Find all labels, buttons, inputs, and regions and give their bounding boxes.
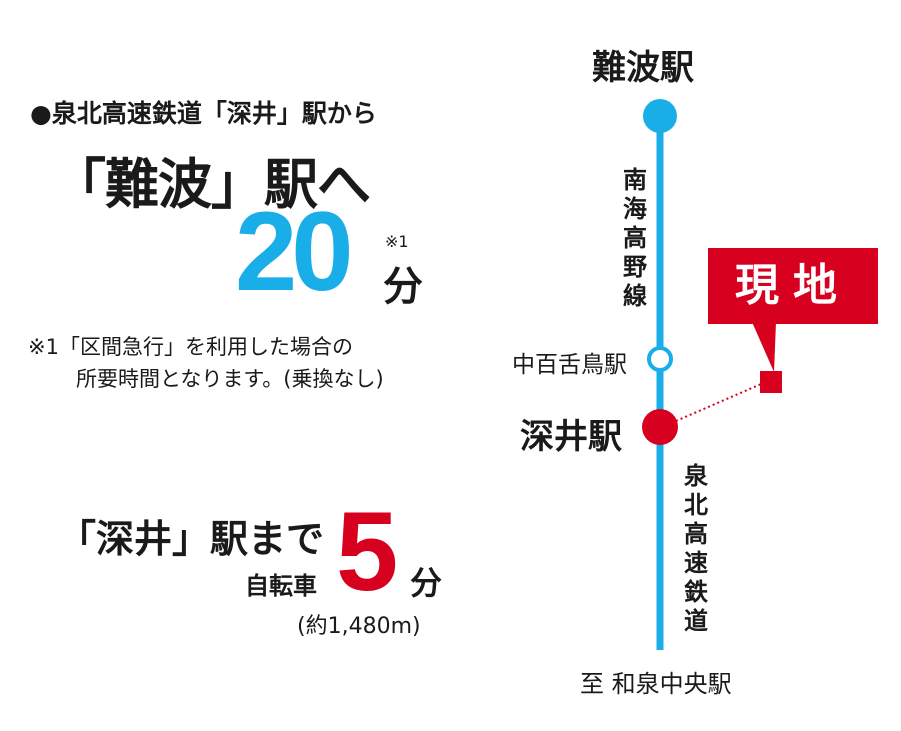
bike-distance: (約1,480m) xyxy=(297,614,421,639)
site-marker xyxy=(760,371,782,393)
station-nakamozu-label: 中百舌鳥駅 xyxy=(512,352,627,378)
site-callout-pointer xyxy=(752,322,776,372)
site-connector-dotted xyxy=(675,380,769,422)
bike-vehicle-label: 自転車 xyxy=(245,572,317,600)
station-fukai-dot xyxy=(642,409,678,445)
destination-heading: 「難波」駅へ xyxy=(52,153,371,216)
train-time-number: 20 xyxy=(235,189,354,314)
station-fukai-label: 深井駅 xyxy=(520,417,622,457)
footnote-line-2: 所要時間となります。(乗換なし) xyxy=(76,367,384,391)
station-namba-label: 難波駅 xyxy=(592,48,694,88)
bike-heading: 「深井」駅まで xyxy=(58,517,325,561)
station-nakamozu-dot xyxy=(647,346,673,372)
intro-text: ●泉北高速鉄道「深井」駅から xyxy=(30,99,377,128)
site-callout: 現地 xyxy=(708,248,878,324)
train-time-footnote-mark: ※1 xyxy=(385,232,409,251)
footnote-line-1: ※1「区間急行」を利用した場合の xyxy=(28,335,353,359)
line-senboku-label: 泉北高速鉄道 xyxy=(684,462,708,635)
bike-time-number: 5 xyxy=(336,489,399,614)
bike-time-unit: 分 xyxy=(410,564,443,602)
terminus-label: 至 和泉中央駅 xyxy=(580,670,732,698)
line-nankai-koya-label: 南海高野線 xyxy=(623,166,647,310)
train-time-unit: 分 xyxy=(383,264,423,310)
train-time: 20 ※1 分 xyxy=(235,196,423,311)
station-namba-dot xyxy=(643,99,677,133)
